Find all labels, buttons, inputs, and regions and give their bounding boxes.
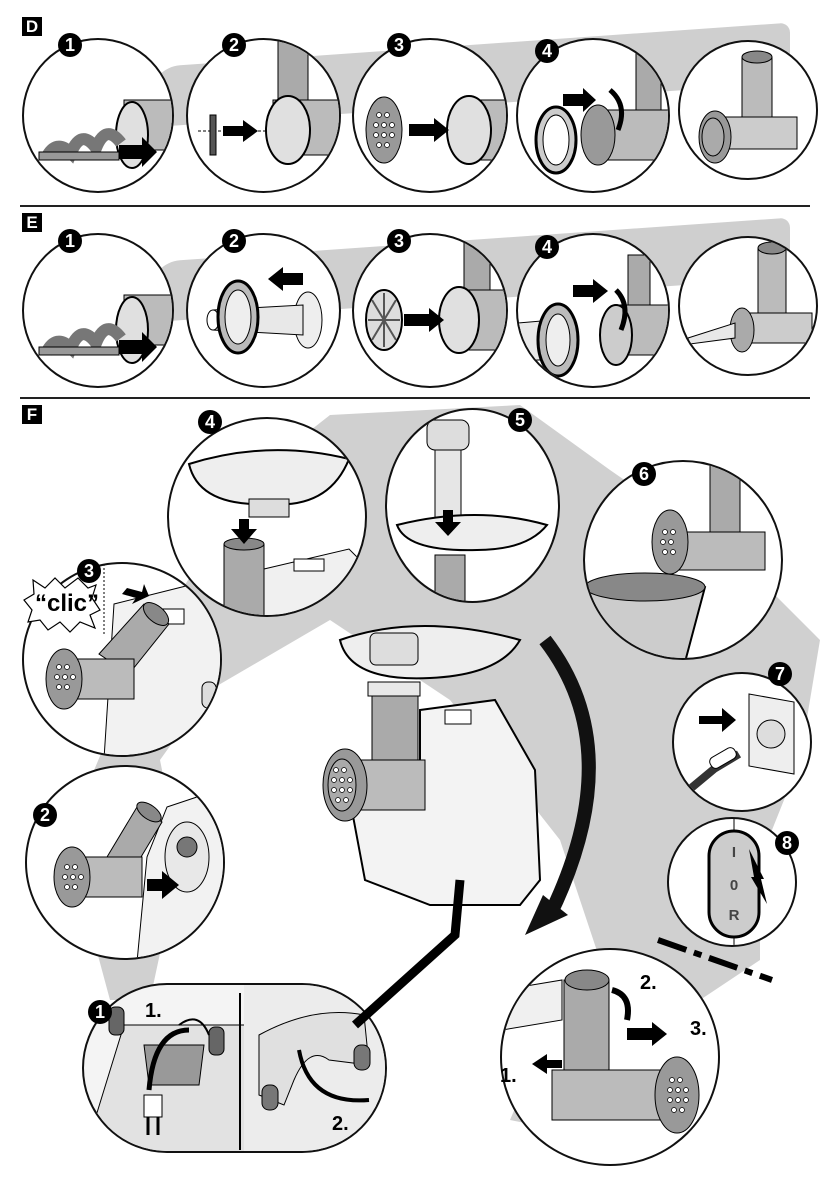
remove-step-label-2: 2. [640,972,657,994]
assembled-mincer-head-icon [698,50,798,164]
divider-e-f [20,397,810,399]
step-d4-illustration [516,38,670,193]
insert-head-icon [53,787,223,958]
worm-screw-icon [38,99,172,169]
step-e5-illustration [678,236,818,376]
step-badge-d1: 1 [58,33,82,57]
step-e3-illustration [352,233,508,388]
switch-position-r: R [728,907,740,924]
remove-step-label-1: 1. [500,1065,517,1087]
step-f7-illustration [672,672,812,812]
step-d3-illustration [352,38,508,193]
step-f4-illustration [167,417,367,617]
clic-sound-label: “clic” [35,590,100,617]
rotate-head-icon [45,564,220,755]
step-d5-illustration [678,40,818,180]
assembled-sausage-attachment-icon [687,241,813,353]
remove-head-icon [502,969,700,1134]
switch-position-0: 0 [729,877,739,894]
divider-d-e [20,205,810,207]
step-badge-d2: 2 [222,33,246,57]
sausage-spacer-icon [365,235,506,354]
step-e4-illustration [516,233,670,388]
screw-ring-icon [534,49,668,175]
step-badge-f6: 6 [632,462,656,486]
cord-step-label-2: 2. [332,1113,349,1135]
step-badge-f5: 5 [508,408,532,432]
step-badge-e4: 4 [535,235,559,259]
step-badge-f3: 3 [77,559,101,583]
section-label-f: F [22,405,42,424]
worm-screw-icon [38,294,172,364]
pusher-insert-icon [395,419,549,601]
remove-step-label-3: 3. [690,1018,707,1040]
cord-step-label-1: 1. [145,1000,162,1022]
step-badge-d4: 4 [535,39,559,63]
screw-ring-nozzle-icon [518,254,668,378]
switch-position-i: I [731,844,737,861]
section-label-d: D [22,17,42,36]
step-d2-illustration [186,38,341,193]
step-badge-e1: 1 [58,229,82,253]
step-badge-f7: 7 [768,662,792,686]
step-badge-f8: 8 [775,831,799,855]
blade-icon [198,40,339,165]
bowl-place-icon [585,462,766,658]
step-d1-illustration [22,38,174,193]
power-switch-icon [707,819,767,945]
step-f5-illustration [385,408,560,603]
step-e2-illustration [186,233,341,388]
step-e1-illustration [22,233,174,388]
perforated-disc-icon [365,95,506,165]
cord-storage-icon [84,985,385,1151]
sausage-nozzle-ring-icon [206,267,323,355]
step-f-remove-illustration [500,948,720,1166]
step-badge-e3: 3 [387,229,411,253]
step-badge-e2: 2 [222,229,246,253]
step-f3-illustration [22,562,222,757]
tray-attach-icon [187,449,365,615]
step-badge-f4: 4 [198,410,222,434]
section-label-e: E [22,213,42,232]
step-badge-f1: 1 [88,1000,112,1024]
plug-socket-icon [681,693,795,798]
step-f1-illustration [82,983,387,1153]
step-f6-illustration [583,460,783,660]
step-f8-illustration: I 0 R [667,817,797,947]
step-badge-f2: 2 [33,803,57,827]
step-f2-illustration [25,765,225,960]
step-badge-d3: 3 [387,33,411,57]
